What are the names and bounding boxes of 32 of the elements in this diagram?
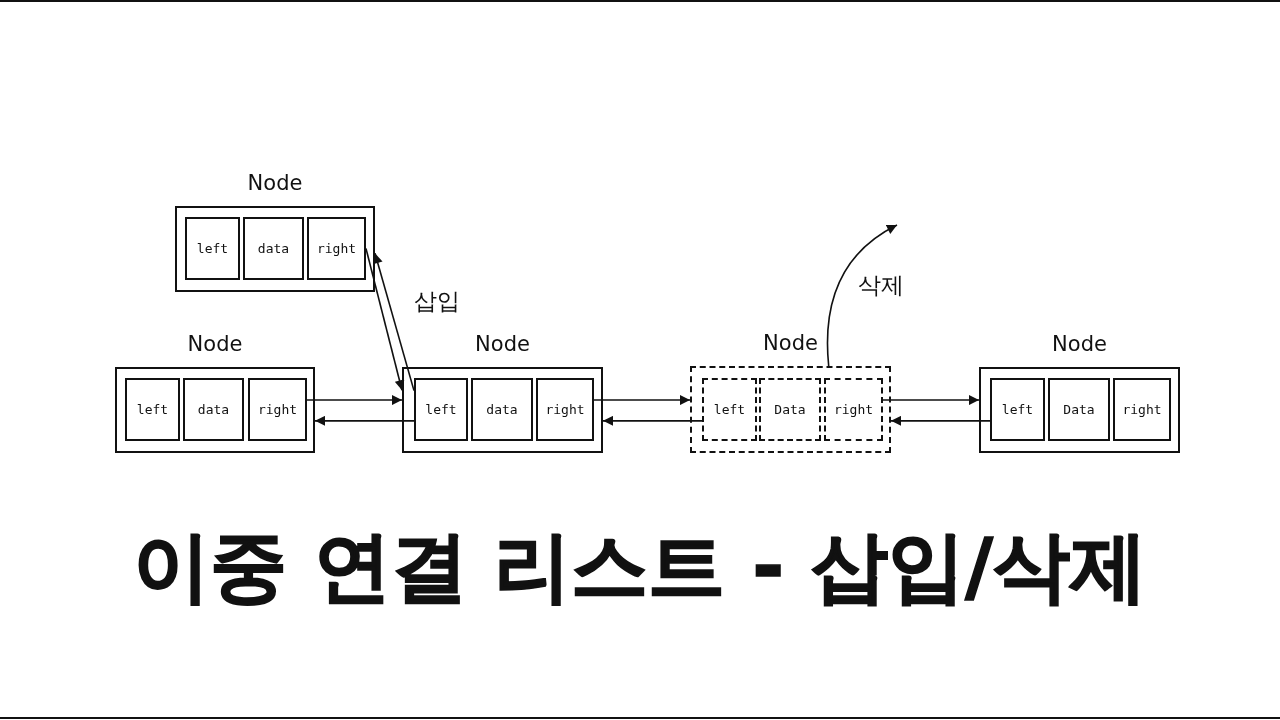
node-title: Node — [475, 331, 530, 357]
node-field: right — [307, 217, 366, 280]
node-field: data — [183, 378, 244, 441]
node-field: Data — [759, 378, 821, 441]
node-title: Node — [247, 170, 303, 196]
arrow — [890, 415, 991, 426]
arrow — [882, 395, 980, 406]
node-field: left — [702, 378, 757, 441]
edge-label: 삽입 — [414, 287, 460, 315]
node-field: Data — [1048, 378, 1110, 441]
node-field: right — [248, 378, 307, 441]
node-field: data — [243, 217, 304, 280]
node-field: left — [185, 217, 240, 280]
node-field: right — [824, 378, 883, 441]
arrow — [372, 252, 415, 392]
node-field: right — [1113, 378, 1171, 441]
node-field: right — [536, 378, 594, 441]
node-field: data — [471, 378, 533, 441]
arrow — [602, 415, 703, 426]
title: 이중 연결 리스트 - 삽입/삭제 — [132, 521, 1148, 613]
arrow — [826, 224, 898, 367]
node-title: Node — [763, 330, 818, 356]
node-field: left — [990, 378, 1045, 441]
edge-label: 삭제 — [858, 271, 904, 299]
node-title: Node — [187, 331, 243, 357]
node-field: left — [414, 378, 468, 441]
arrow — [306, 395, 403, 406]
node-field: left — [125, 378, 180, 441]
node-title: Node — [1052, 331, 1107, 357]
arrow — [593, 395, 691, 406]
arrow — [314, 415, 415, 426]
arrow — [365, 247, 405, 392]
